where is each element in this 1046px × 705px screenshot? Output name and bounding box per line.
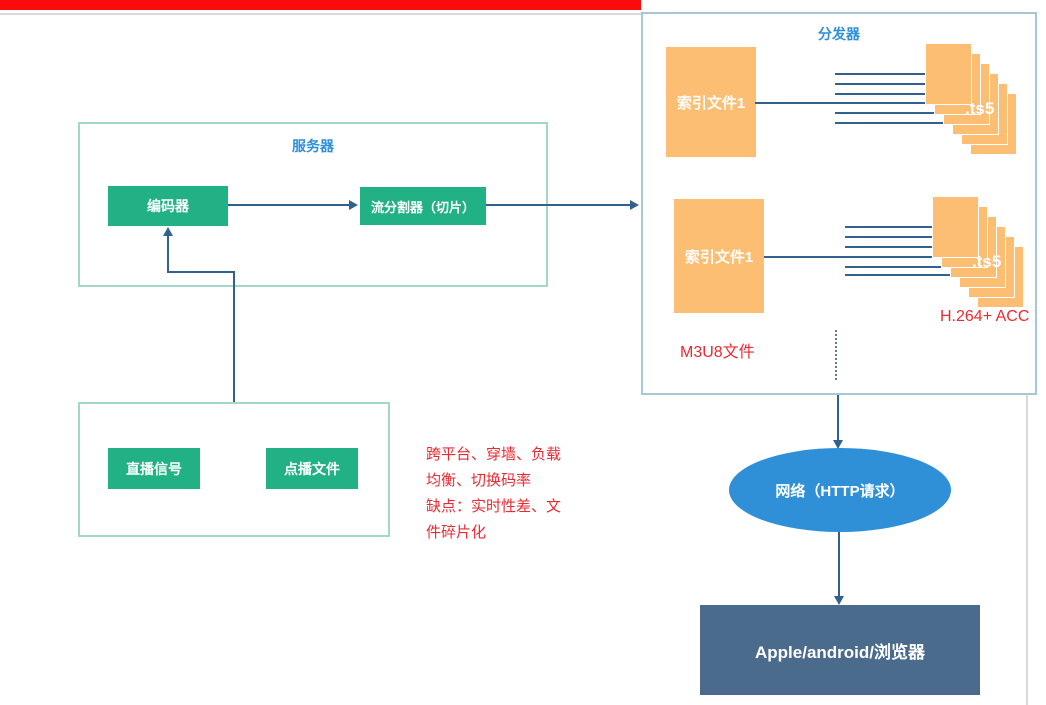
client-label: Apple/android/浏览器 (755, 642, 925, 662)
connector-source-encoder-vertical (167, 235, 169, 273)
arrowhead-distributor-network (833, 440, 843, 449)
connector-index-ts (755, 102, 953, 104)
server-group-title: 服务器 (292, 138, 334, 154)
ts-link-line (845, 246, 950, 248)
ts-link-line (835, 83, 935, 85)
notes-line: 跨平台、穿墙、负载 (426, 446, 562, 463)
vod-file-label: 点播文件 (284, 460, 340, 477)
index-file-label: 索引文件1 (684, 248, 754, 266)
ts-link-line (835, 73, 925, 75)
arrowhead-network-client (834, 596, 844, 605)
arrowhead-encoder-splitter (349, 200, 358, 210)
distributor-group: 分发器 索引文件1 .ts5 索引文件1 (641, 12, 1037, 395)
page-edge-vertical-line (1026, 395, 1028, 705)
vod-file-node: 点播文件 (266, 448, 358, 489)
ts-link-line (845, 236, 941, 238)
splitter-label: 流分割器（切片） (370, 199, 475, 215)
network-label: 网络（HTTP请求） (775, 482, 905, 500)
codec-label: H.264+ ACC (940, 308, 1030, 325)
connector-source-elbow-horizontal (167, 271, 235, 273)
ts-link-line (835, 93, 944, 95)
arrowhead-source-encoder (163, 227, 173, 236)
ts-link-line (835, 122, 972, 124)
index-file-box: 索引文件1 (674, 199, 764, 313)
connector-splitter-distributor (486, 204, 631, 206)
connector-distributor-network (837, 395, 839, 440)
connector-encoder-splitter (228, 204, 350, 206)
connector-network-client (838, 532, 840, 596)
ellipsis-dotted-line (835, 330, 837, 380)
ts-file-sheet (925, 43, 972, 105)
network-ellipse: 网络（HTTP请求） (729, 448, 951, 532)
ts-file-sheet (932, 196, 979, 258)
ts-link-line (835, 112, 963, 114)
ts-link-line (845, 266, 968, 268)
top-red-bar (0, 0, 641, 10)
ts-label: .ts5 (972, 252, 1002, 271)
notes-line: 缺点：实时性差、文 (426, 498, 562, 515)
notes-line: 均衡、切换码率 (426, 472, 532, 489)
arrowhead-splitter-distributor (630, 200, 639, 210)
index-file-label: 索引文件1 (676, 94, 746, 112)
ts-link-line (845, 226, 932, 228)
notes-text: 跨平台、穿墙、负载 均衡、切换码率 缺点：实时性差、文 件碎片化 (426, 442, 606, 546)
encoder-node: 编码器 (108, 186, 228, 226)
m3u8-label: M3U8文件 (680, 344, 755, 361)
notes-line: 件碎片化 (426, 524, 487, 541)
live-signal-node: 直播信号 (108, 448, 200, 489)
connector-index-ts (764, 256, 959, 258)
connector-source-elbow-vertical (233, 271, 235, 402)
distributor-group-title: 分发器 (818, 26, 860, 42)
index-file-box: 索引文件1 (666, 47, 756, 157)
ts-link-line (845, 274, 976, 276)
splitter-node: 流分割器（切片） (360, 187, 486, 225)
live-signal-label: 直播信号 (126, 460, 182, 477)
client-box: Apple/android/浏览器 (700, 605, 980, 695)
page-edge-horizontal-line (0, 13, 641, 15)
ts-label: .ts5 (965, 99, 995, 118)
encoder-label: 编码器 (147, 198, 189, 214)
